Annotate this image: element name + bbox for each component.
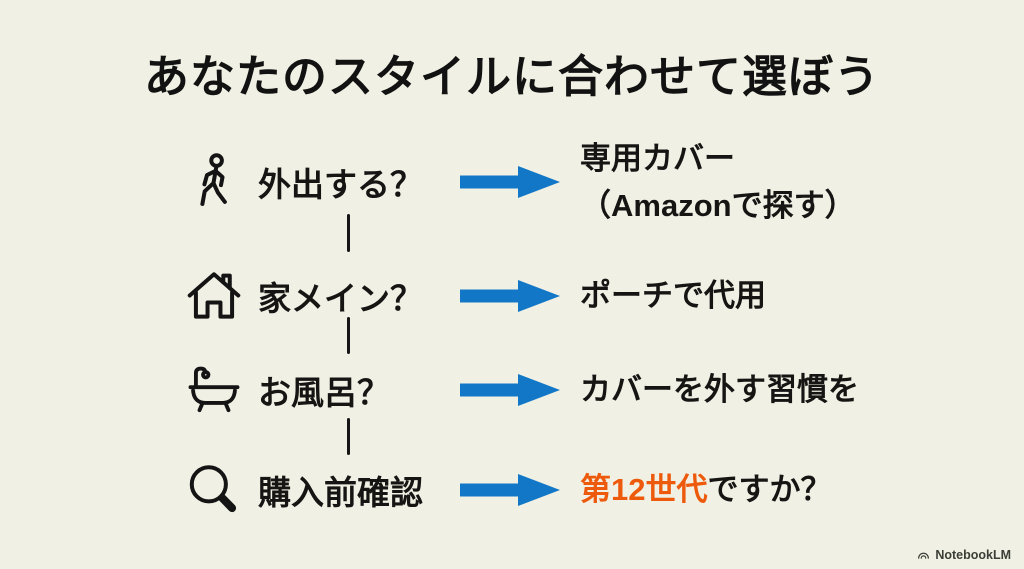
row-answer: 専用カバー （Amazonで探す） [580,140,856,223]
arrow-right-icon [460,472,562,508]
answer-rest: ですか？ [707,472,832,508]
row-label: 家メイン？ [258,280,423,317]
flow-row-bath: お風呂？ カバーを外す習慣を [182,335,859,445]
row-answer: カバーを外す習慣を [580,372,859,408]
row-label: 外出する？ [258,166,423,203]
row-answer: ポーチで代用 [580,278,766,314]
arrow-right-icon [460,372,562,408]
row-label: お風呂？ [258,374,390,411]
flow-row-going-out: 外出する？ 専用カバー （Amazonで探す） [182,127,856,237]
row-label: 購入前確認 [258,474,423,511]
connector-line [347,418,350,455]
answer-highlight: 第12世代 [580,472,708,508]
arrow-right-icon [460,278,562,314]
arrow-right-icon [460,164,562,200]
branding-name: NotebookLM [935,548,1011,562]
flow-row-check: 購入前確認 第12世代ですか？ [182,435,831,545]
notebooklm-logo-icon [918,552,930,559]
connector-line [347,317,350,354]
walking-person-icon [182,142,246,222]
bathtub-icon [182,350,246,430]
house-icon [182,256,246,336]
connector-line [347,214,350,252]
row-answer: 第12世代ですか？ [580,466,831,513]
flow-row-home: 家メイン？ ポーチで代用 [182,241,766,351]
branding: NotebookLM [917,548,1011,562]
magnifier-icon [182,450,246,530]
page-title: あなたのスタイルに合わせて選ぼう [143,51,880,102]
